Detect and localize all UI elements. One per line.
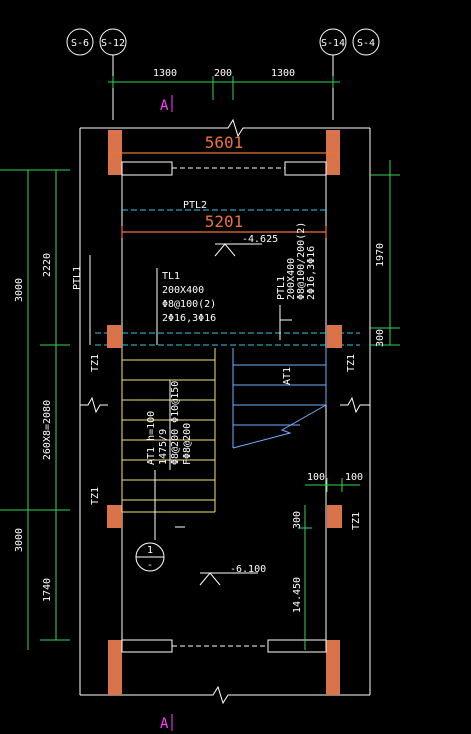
right-dim-1970: 1970 <box>375 243 386 267</box>
detail-callout: 1 - <box>135 542 165 572</box>
axis-label-s4: S-4 <box>357 38 375 49</box>
section-mark-bottom: A <box>160 716 169 732</box>
axis-bubbles: S-6 S-12 S-14 S-4 <box>66 28 380 120</box>
tz1-label-2: TZ1 <box>346 354 357 372</box>
tl1-stirrup: Φ8@100(2) <box>162 299 216 310</box>
wall-bottom-right <box>326 640 340 695</box>
right-dimensions: 1970 300 100 100 300 14.450 <box>292 160 400 650</box>
bottom-elevation: -6.100 <box>199 564 266 586</box>
columns: TZ1 TZ1 TZ1 TZ1 <box>90 325 362 530</box>
ptl1-right-name: PTL1 <box>276 276 287 300</box>
right-dim-100-a: 100 <box>307 472 325 483</box>
stair-flight-left <box>121 348 216 513</box>
stair-flight-right <box>232 348 327 449</box>
column-tz1-3 <box>107 505 122 528</box>
axis-label-s12: S-12 <box>101 38 125 49</box>
at1-label: AT1 <box>282 367 293 385</box>
ptl2-label: PTL2 <box>183 200 207 211</box>
axis-circle-s6 <box>66 28 94 56</box>
axis-label-s14: S-14 <box>321 38 345 49</box>
ptl1-right-annotation: PTL1 200X400 Φ8@100/200(2) 2Φ16,3Φ16 <box>276 222 317 300</box>
walls-bottom <box>108 639 340 695</box>
ptl1-right-stirrup: Φ8@100/200(2) <box>296 222 307 300</box>
left-dim-stairs: 260X8=2080 <box>42 400 53 460</box>
landing-elevation: -4.625 <box>214 234 278 257</box>
tz1-label-3: TZ1 <box>90 487 101 505</box>
left-dim-2220: 2220 <box>42 253 53 277</box>
left-dimensions: 2220 3000 260X8=2080 3000 1740 <box>0 169 70 650</box>
right-dim-100-b: 100 <box>345 472 363 483</box>
at1-detail-rebar2: FΦ8@200 <box>182 423 193 465</box>
at1-detail-annotation: AT1 h=100 1475/9 Φ8@200 Φ10@150 FΦ8@200 <box>146 380 193 540</box>
at1-detail-h: AT1 h=100 <box>146 411 157 465</box>
right-dim-300: 300 <box>375 329 386 347</box>
top-dim-1: 1300 <box>153 68 177 79</box>
outer-boundary <box>79 118 371 705</box>
ptl1-left-label: PTL1 <box>72 266 83 290</box>
top-dimension-line: 1300 200 1300 <box>108 68 340 100</box>
elev-landing-label: -4.625 <box>242 234 278 245</box>
right-dim-300-b: 300 <box>292 511 303 529</box>
tl1-bars: 2Φ16,3Φ16 <box>162 313 216 324</box>
tl1-name: TL1 <box>162 271 180 282</box>
detail-circle-number: 1 <box>147 545 153 556</box>
top-dim-2: 200 <box>214 68 232 79</box>
at1-detail-rebar1: Φ8@200 Φ10@150 <box>170 381 181 465</box>
top-dim-3: 1300 <box>271 68 295 79</box>
tl1-size: 200X400 <box>162 285 204 296</box>
axis-label-s6: S-6 <box>71 38 89 49</box>
column-tz1-4 <box>327 505 342 528</box>
width-dimension-5601: 5601 <box>109 133 339 159</box>
right-dim-14450: 14.450 <box>292 577 303 613</box>
left-dim-1740: 1740 <box>42 578 53 602</box>
ptl1-right-bars: 2Φ16,3Φ16 <box>306 246 317 300</box>
column-tz1-2 <box>327 325 342 348</box>
section-mark-top: A <box>160 98 169 114</box>
tz1-label-1: TZ1 <box>90 354 101 372</box>
width-label-5601: 5601 <box>205 133 244 152</box>
left-dim-3000-top: 3000 <box>14 278 25 302</box>
wall-bottom-left <box>108 640 122 695</box>
ptl1-right-size: 200X400 <box>286 258 297 300</box>
at1-detail-steps: 1475/9 <box>158 429 169 465</box>
detail-circle-sub: - <box>147 560 153 571</box>
width-label-5201: 5201 <box>205 212 244 231</box>
tz1-label-4: TZ1 <box>351 512 362 530</box>
tl1-annotation: TL1 200X400 Φ8@100(2) 2Φ16,3Φ16 <box>156 268 216 345</box>
elev-bottom-label: -6.100 <box>230 564 266 575</box>
axis-circle-s4 <box>352 28 380 56</box>
width-dimension-5201: 5201 <box>121 212 327 238</box>
left-dim-3000-bottom: 3000 <box>14 528 25 552</box>
column-tz1-1 <box>107 325 122 348</box>
